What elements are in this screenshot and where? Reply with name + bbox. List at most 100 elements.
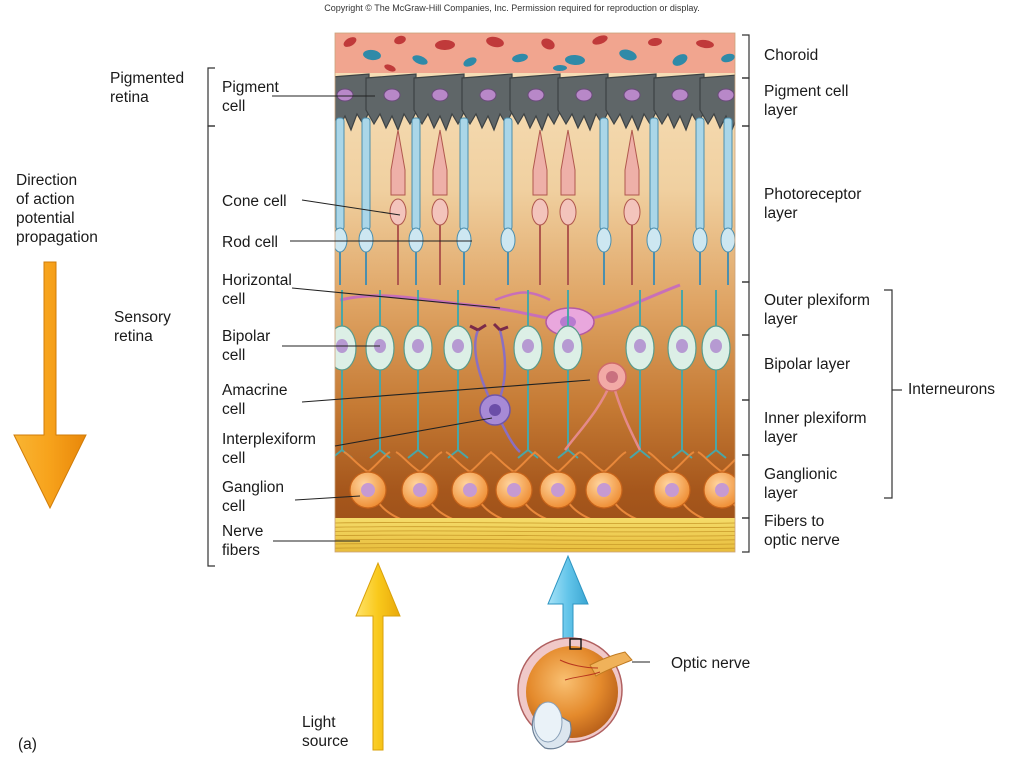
label-ganglionic-layer: Ganglionic layer (764, 466, 838, 502)
bracket-photoreceptor-layer (742, 125, 750, 283)
bipolar-process (335, 290, 353, 459)
rod-outer-segment (503, 117, 513, 231)
nerve-fiber (335, 538, 735, 541)
choroid-vessels (343, 35, 735, 72)
nerve-fiber (335, 522, 735, 524)
nerve-fiber (335, 547, 735, 550)
ganglion-nucleus (551, 483, 565, 497)
rod-cell-body (596, 227, 612, 253)
pigment-cell-nucleus (479, 88, 497, 102)
bipolar-process (407, 290, 429, 459)
blood-cell (696, 39, 714, 49)
label-interplexiform-cell: Interplexiform cell (222, 431, 316, 467)
nerve-fiber (335, 526, 735, 529)
cone-cell-body (623, 198, 641, 226)
label-interneurons: Interneurons (908, 381, 996, 398)
choroid-vessel (672, 54, 688, 66)
label-outer-plexiform-layer: Outer plexiform layer (764, 292, 870, 328)
rod-cell-body (720, 227, 735, 253)
cone-outer-segment (624, 129, 640, 196)
bracket-sensory-retina (207, 125, 215, 567)
rod-cell-body (456, 227, 472, 253)
choroid-vessel (412, 55, 428, 65)
label-horizontal-cell: Horizontal cell (222, 272, 292, 308)
leader-lines (272, 95, 650, 663)
blood-cell (592, 35, 608, 45)
rod-cell-body (646, 227, 662, 253)
photoreceptor-cells (335, 117, 735, 285)
rod-cell-body (358, 227, 374, 253)
label-pigmented-retina: Pigmented retina (110, 70, 185, 106)
label-light-source: Light source (302, 714, 349, 750)
ganglion-nucleus (597, 483, 611, 497)
label-inner-plexiform-layer: Inner plexiform layer (764, 410, 867, 446)
bipolar-nucleus (562, 339, 574, 353)
copyright-notice: Copyright © The McGraw-Hill Companies, I… (324, 3, 700, 13)
ganglion-nucleus (361, 483, 375, 497)
direction-arrow (13, 261, 87, 510)
brackets (207, 34, 902, 567)
blood-cell (648, 37, 662, 47)
cone-outer-segment (390, 129, 406, 196)
choroid-vessel (721, 53, 735, 63)
label-pigment-cell-layer: Pigment cell layer (764, 83, 849, 119)
blood-cell (394, 35, 406, 45)
ganglion-cells (343, 451, 735, 523)
choroid-vessel (512, 53, 528, 63)
ganglion-nucleus (665, 483, 679, 497)
nerve-fiber (335, 543, 735, 545)
cone-outer-segment (432, 129, 448, 196)
label-amacrine-cell: Amacrine cell (222, 382, 288, 418)
blood-cell (486, 36, 504, 48)
nerve-fiber-lines (335, 522, 735, 550)
rod-outer-segment (695, 117, 705, 231)
label-pigment-cell: Pigment cell (222, 79, 279, 115)
label-photoreceptor-layer: Photoreceptor layer (764, 186, 862, 222)
pigment-cell-nucleus (336, 88, 354, 102)
pigment-cell-nucleus (717, 88, 735, 102)
bracket-interneurons (884, 289, 893, 499)
light-source-arrow (355, 561, 401, 751)
cone-cell-body (531, 198, 549, 226)
bipolar-process (517, 290, 539, 459)
bipolar-process (447, 290, 469, 459)
blood-cell (541, 38, 555, 50)
pigment-cell-nucleus (671, 88, 689, 102)
ganglion-nucleus (463, 483, 477, 497)
rod-cell-body (500, 227, 516, 253)
retina-section (335, 33, 735, 552)
cone-cell-body (389, 198, 407, 226)
choroid-vessel (463, 57, 477, 67)
interplexiform-cell (469, 322, 521, 453)
bipolar-nucleus (452, 339, 464, 353)
bracket-fibers (742, 517, 750, 553)
bipolar-process (671, 290, 693, 459)
choroid-vessel (363, 49, 381, 61)
pigment-cell-nucleus (527, 88, 545, 102)
label-ganglion-cell: Ganglion cell (222, 479, 285, 515)
ganglion-nucleus (507, 483, 521, 497)
bipolar-nucleus (676, 339, 688, 353)
label-sensory-retina: Sensory retina (114, 309, 171, 345)
rod-cell-body (408, 227, 424, 253)
blood-cell (384, 64, 396, 72)
pigment-cell-nucleus (383, 88, 401, 102)
nerve-fiber (335, 534, 735, 537)
rod-cell-body (692, 227, 708, 253)
rod-outer-segment (649, 117, 659, 231)
bracket-pigment-cell-layer (742, 77, 750, 127)
pigment-cell-nucleus (575, 88, 593, 102)
label-optic-nerve: Optic nerve (671, 655, 751, 672)
label-choroid: Choroid (764, 47, 819, 64)
bipolar-nucleus (634, 339, 646, 353)
label-cone-cell: Cone cell (222, 193, 287, 210)
bipolar-process (705, 290, 727, 459)
bracket-pigmented-retina (207, 67, 215, 127)
label-bipolar-layer: Bipolar layer (764, 356, 851, 373)
bipolar-process (629, 290, 651, 459)
rod-outer-segment (335, 117, 345, 231)
label-nerve-fibers: Nerve fibers (222, 523, 264, 559)
label-rod-cell: Rod cell (222, 234, 278, 251)
pigment-cell-nucleus (431, 88, 449, 102)
